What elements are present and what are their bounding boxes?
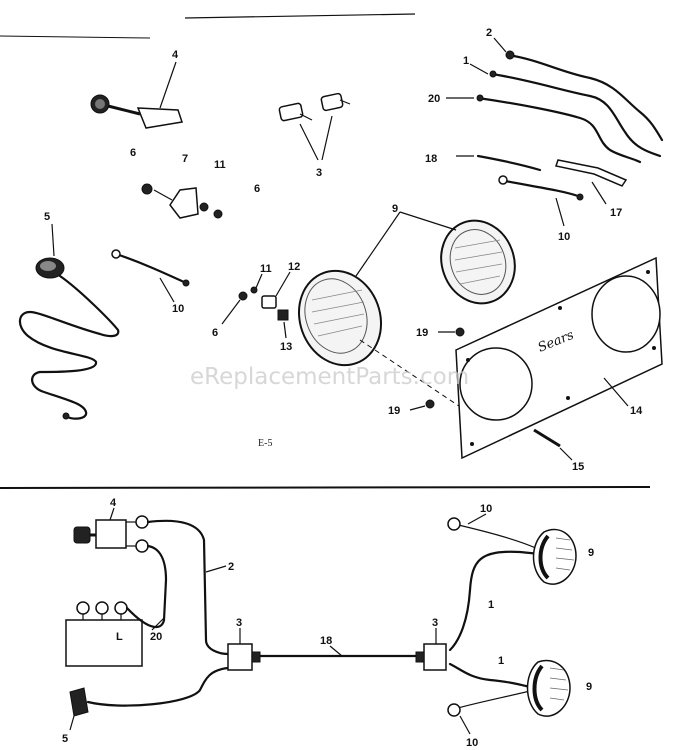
callout-6a-top: 6 <box>130 147 136 159</box>
callout-14-top: 14 <box>630 405 643 417</box>
callout-10a-top: 10 <box>558 231 570 243</box>
callout-19a-top: 19 <box>416 327 428 339</box>
callout-20-top: 20 <box>428 93 440 105</box>
callout-17-top: 17 <box>610 207 622 219</box>
callout-4-top: 4 <box>172 49 179 61</box>
section-separator <box>0 486 651 489</box>
wire-part-10-mid <box>111 249 190 303</box>
sealed-beam-lamp-left <box>297 269 383 367</box>
lamp-leader-9b <box>399 211 457 231</box>
ring-terminal-bottom <box>447 703 461 717</box>
leader-20-bottom <box>151 617 165 631</box>
schematic-lamp-upper <box>532 528 577 585</box>
watermark-text: eReplacementParts.com <box>190 364 469 390</box>
callout-1a-bottom: 1 <box>488 599 494 611</box>
callout-9b-bottom: 9 <box>586 681 592 693</box>
schematic-plug-right <box>415 651 425 663</box>
lamp-leader-9 <box>355 211 401 277</box>
schematic-connector-3-right <box>423 643 447 671</box>
leader-2-bottom <box>205 565 227 573</box>
bracket-part-7 <box>141 183 223 219</box>
top-border-line <box>184 13 416 19</box>
dashed-assembly-line <box>359 339 511 441</box>
callout-3-top: 3 <box>316 167 322 179</box>
switch-wire-part-5 <box>18 223 120 420</box>
callout-10b-top: 10 <box>172 303 184 315</box>
callout-9-top: 9 <box>392 203 398 215</box>
callout-10b-bottom: 10 <box>466 737 478 749</box>
callout-1b-bottom: 1 <box>498 655 504 667</box>
callout-11a-top: 11 <box>214 159 226 171</box>
schematic-switch-5 <box>69 687 89 731</box>
screws-part-19-15 <box>409 327 573 461</box>
callout-2-bottom: 2 <box>228 561 234 573</box>
callout-10a-bottom: 10 <box>480 503 492 515</box>
ring-terminal-top <box>447 517 461 531</box>
callout-3b-bottom: 3 <box>432 617 438 629</box>
callout-19b-top: 19 <box>388 405 400 417</box>
callout-6c-top: 6 <box>212 327 218 339</box>
callout-15-top: 15 <box>572 461 584 473</box>
mounting-plate-part-14: Sears <box>455 256 663 460</box>
callout-4-bottom: 4 <box>110 497 117 509</box>
figure-caption: E-5 <box>258 438 272 449</box>
leader-18-bottom <box>329 645 343 657</box>
sealed-beam-lamp-right <box>440 219 516 305</box>
schematic-connector-3-left <box>227 643 253 671</box>
schematic-plug-left <box>251 651 261 663</box>
schematic-switch-4 <box>73 507 149 553</box>
switch-part-4 <box>90 61 183 129</box>
schematic-lamp-lower <box>526 659 571 717</box>
callout-6b-top: 6 <box>254 183 260 195</box>
callout-9a-bottom: 9 <box>588 547 594 559</box>
callout-5-bottom: 5 <box>62 733 68 745</box>
callout-18-top: 18 <box>425 153 437 165</box>
schematic-wires <box>86 519 542 709</box>
top-border-line-left <box>0 35 151 39</box>
connector-part-3 <box>278 92 351 161</box>
callout-12-top: 12 <box>288 261 300 273</box>
callout-1-top: 1 <box>463 55 469 67</box>
callout-3a-bottom: 3 <box>236 617 242 629</box>
hardware-parts-mid <box>221 271 291 339</box>
callout-2-top: 2 <box>486 27 492 39</box>
callout-11b-top: 11 <box>260 263 272 275</box>
module-label: L <box>116 631 123 643</box>
callout-5-top: 5 <box>44 211 50 223</box>
leader-10a-bottom <box>467 513 487 525</box>
schematic-module-L: L <box>65 601 143 667</box>
callout-7-top: 7 <box>182 153 188 165</box>
callout-20-bottom: 20 <box>150 631 162 643</box>
callout-18-bottom: 18 <box>320 635 332 647</box>
leader-10b-bottom <box>459 715 471 735</box>
wire-harness-top <box>446 37 664 227</box>
callout-13-top: 13 <box>280 341 292 353</box>
